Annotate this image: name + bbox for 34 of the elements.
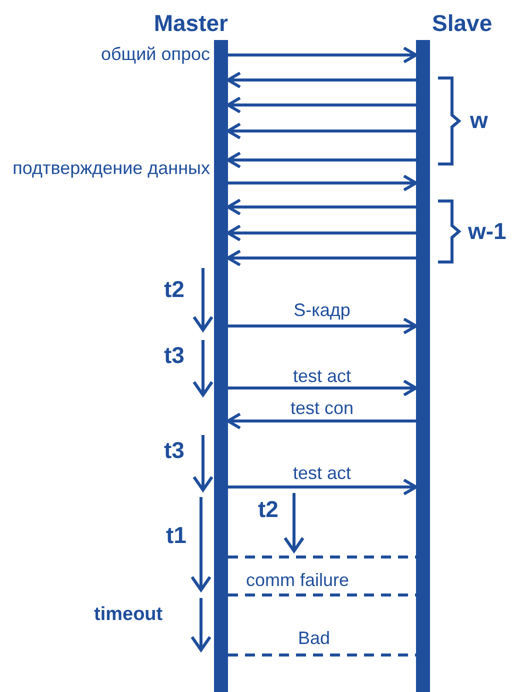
time-label: t2: [258, 496, 278, 523]
dashed-line: [228, 654, 416, 656]
edge-label: test act: [292, 366, 352, 386]
arrow: [228, 318, 418, 334]
brace-label: w: [470, 107, 488, 134]
arrow: [228, 380, 418, 396]
time-label: t2: [164, 276, 184, 303]
state-label: Bad: [298, 628, 330, 649]
dashed-line: [228, 594, 416, 596]
participant-label: Slave: [432, 10, 492, 37]
edge-label: S-кадр: [292, 300, 352, 320]
arrow: [228, 46, 418, 64]
time-label: t3: [164, 342, 184, 369]
arrow: [226, 412, 416, 430]
time-label: t1: [166, 522, 186, 549]
edge-label: test act: [292, 463, 352, 483]
arrow: [226, 72, 416, 88]
state-label: comm failure: [246, 570, 350, 591]
participant-label: Master: [154, 10, 228, 37]
time-label: t3: [164, 437, 184, 464]
dashed-line: [228, 556, 416, 558]
arrow: [228, 478, 418, 496]
arrow: [226, 96, 416, 114]
arrow: [226, 122, 416, 140]
arrow: [226, 224, 416, 242]
arrow: [226, 250, 416, 266]
time-label: timeout: [94, 604, 163, 626]
arrow: [226, 198, 416, 216]
arrow: [226, 152, 416, 168]
edge-label: подтверждение данных: [12, 158, 210, 178]
edge-label: общий опрос: [100, 44, 210, 64]
brace-label: w-1: [468, 218, 506, 245]
arrow: [228, 174, 418, 192]
edge-label: test con: [289, 398, 355, 418]
